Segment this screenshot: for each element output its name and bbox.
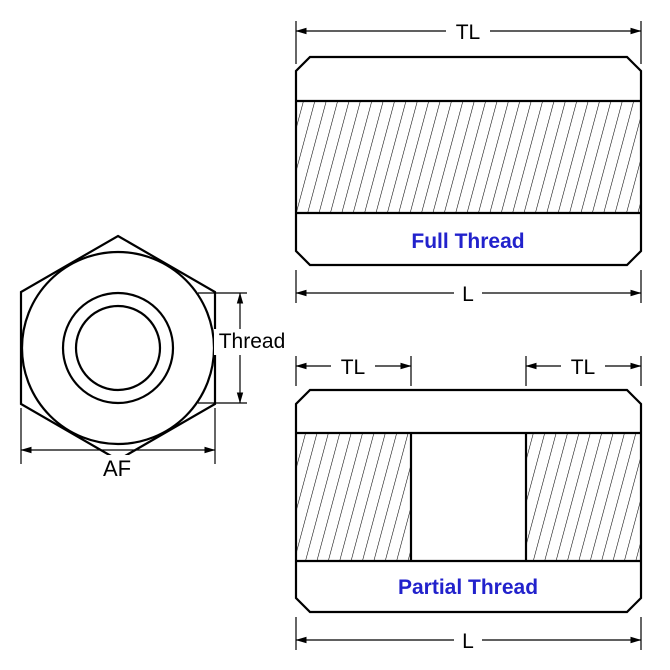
label-mask <box>454 626 482 653</box>
full-thread-l-dimension: L <box>295 270 642 306</box>
partial-thread-l-dimension: L <box>295 617 642 653</box>
thread-dimension: Thread <box>198 292 292 404</box>
partial-thread-hatch-right <box>526 433 641 561</box>
af-dim-label: AF <box>103 456 131 481</box>
full-thread-body-outline <box>294 55 643 267</box>
partial-thread-tl-right-dimension: TL <box>525 352 642 386</box>
partial-thread-tl-left-dimension: TL <box>295 352 412 386</box>
partial-thread-l-label: L <box>462 630 474 653</box>
partial-thread-body-outline <box>294 388 643 614</box>
partial-thread-tl-right-label: TL <box>571 356 596 379</box>
partial-thread-tl-left-label: TL <box>341 356 366 379</box>
partial-thread-view: TL TL Partial Thread L <box>294 352 643 653</box>
full-thread-caption: Full Thread <box>411 230 524 253</box>
af-dimension: AF <box>20 408 216 481</box>
thread-dim-label: Thread <box>219 330 286 353</box>
thread-minor-circle <box>74 304 162 392</box>
full-thread-hatch <box>296 101 641 213</box>
full-thread-tl-label: TL <box>456 21 481 44</box>
full-thread-l-label: L <box>462 283 474 306</box>
label-mask <box>214 329 292 355</box>
label-mask <box>446 17 490 44</box>
label-mask <box>454 279 482 306</box>
hex-inscribed-circle <box>20 250 216 446</box>
thread-major-circle <box>61 291 175 405</box>
partial-thread-hatch-left <box>296 433 411 561</box>
end-view: Thread AF <box>19 234 292 481</box>
label-mask <box>96 455 140 481</box>
label-mask <box>331 352 375 379</box>
full-thread-tl-dimension: TL <box>295 17 642 64</box>
partial-thread-caption: Partial Thread <box>398 576 538 599</box>
label-mask <box>561 352 605 379</box>
full-thread-view: TL Full Thread L <box>294 17 643 306</box>
hex-outline <box>19 234 217 462</box>
